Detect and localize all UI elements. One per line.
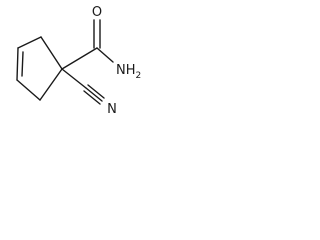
- ring-bond-c3-c4: [16, 47, 19, 81]
- carboxamide-group: O NH2: [61, 5, 141, 81]
- bond-c1-carbonyl-carbon: [61, 47, 98, 70]
- bond-carbonyl-nitrogen: [96, 47, 114, 63]
- ring-bond-c2-c3: [17, 36, 42, 49]
- triple-bond-line-2: [87, 84, 105, 99]
- ring-bond-c1-c2: [40, 36, 63, 70]
- nitrile-nitrogen-label: N: [107, 102, 117, 117]
- nitrile-group: N: [61, 68, 117, 117]
- bond-c1-nitrile-carbon: [61, 68, 87, 89]
- amide-subscript: 2: [136, 71, 142, 81]
- ring-bond-c5-c1: [39, 68, 63, 101]
- amide-nitrogen-label: NH2: [116, 63, 141, 81]
- triple-bond-line-3: [83, 90, 101, 105]
- cyclopentene-ring: [16, 36, 63, 101]
- ring-double-bond-inner: [21, 51, 24, 77]
- amide-nh-text: NH: [116, 63, 136, 78]
- ring-bond-c4-c5: [16, 79, 41, 101]
- oxygen-label: O: [92, 5, 102, 20]
- triple-bond-line-1: [85, 87, 103, 102]
- molecule-structure: O NH2 N: [16, 5, 141, 117]
